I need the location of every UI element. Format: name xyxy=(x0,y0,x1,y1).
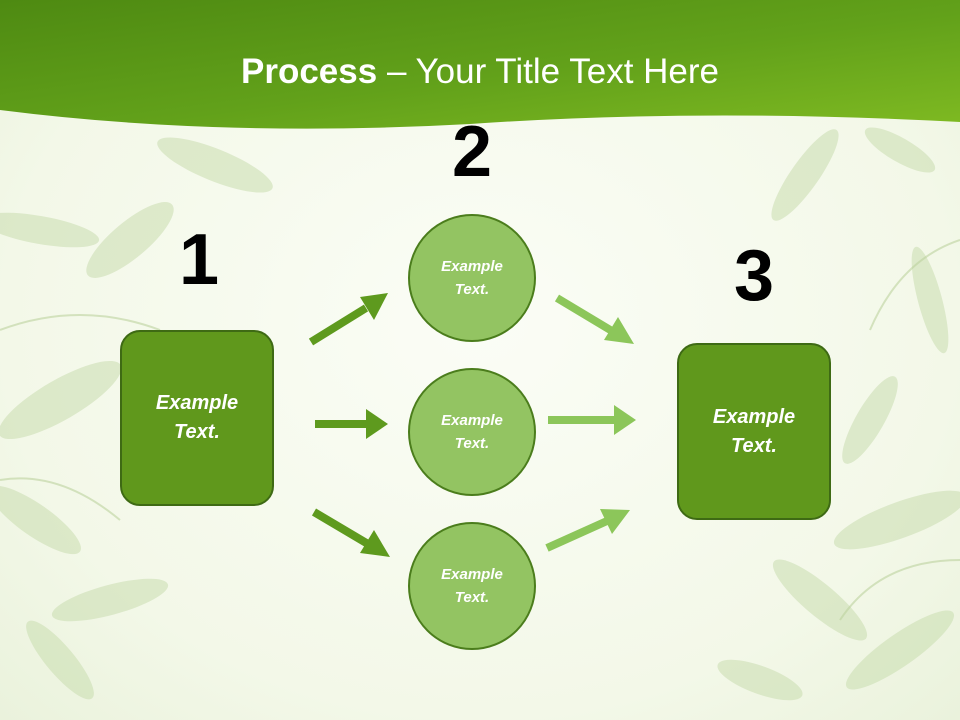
stem-decoration xyxy=(0,239,960,621)
process-box-3: Example Text. xyxy=(677,343,831,520)
header-band xyxy=(0,0,960,129)
process-circle-bottom-text: Example Text. xyxy=(441,566,503,606)
process-circle-middle: Example Text. xyxy=(408,368,536,496)
process-circle-top: Example Text. xyxy=(408,214,536,342)
slide-title: Process – Your Title Text Here xyxy=(0,52,960,92)
title-rest: – Your Title Text Here xyxy=(377,52,719,91)
process-box-1: Example Text. xyxy=(120,330,274,506)
process-circle-bottom: Example Text. xyxy=(408,522,536,650)
process-circle-top-text: Example Text. xyxy=(441,258,503,298)
arrow-right-2 xyxy=(548,405,636,435)
arrow-right-up-1 xyxy=(308,293,388,346)
arrow-right-1 xyxy=(315,409,388,439)
process-box-1-text: Example Text. xyxy=(155,392,239,443)
step-number-3: 3 xyxy=(733,236,775,316)
step-number-2: 2 xyxy=(451,112,493,192)
arrow-right-up-2 xyxy=(545,509,630,552)
process-circle-middle-text: Example Text. xyxy=(441,412,503,452)
arrow-right-down-1 xyxy=(311,508,390,557)
leaf-decoration xyxy=(0,127,960,701)
process-box-3-text: Example Text. xyxy=(712,405,796,457)
arrow-right-down-2 xyxy=(554,294,634,344)
step-number-1: 1 xyxy=(178,220,220,300)
title-bold: Process xyxy=(241,52,378,91)
